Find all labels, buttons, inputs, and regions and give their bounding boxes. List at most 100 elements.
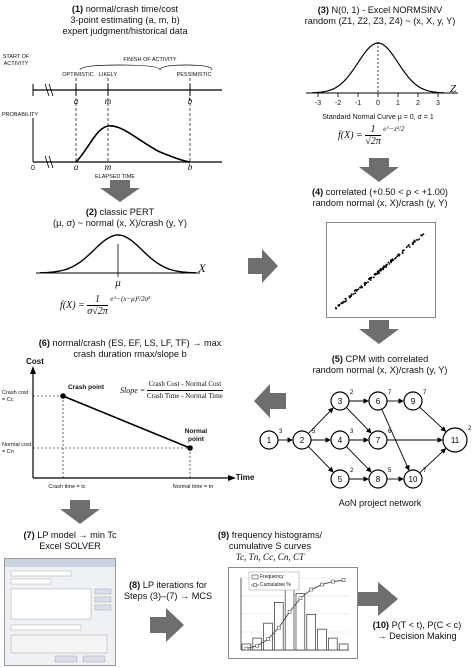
- step3-num: (3): [317, 5, 329, 15]
- network-node: [368, 430, 388, 450]
- step6-slope-num: Crash Cost - Normal Cost: [146, 379, 223, 391]
- step6-normal-time-label: Normal time = tn: [172, 484, 214, 490]
- step2-normal-curve: X μ f(X) = 1 σ√2π e^−(x−μ)²/2σ²: [0, 0, 237, 330]
- network-node-duration: 2: [350, 468, 354, 474]
- step7-solver-svg: [5, 559, 115, 663]
- step2-formula-exp: e^−(x−μ)²/2σ²: [110, 295, 151, 303]
- step4-scatter-svg: [335, 233, 425, 310]
- step1-title: (1) normal/crash time/cost 3-point estim…: [40, 4, 210, 37]
- step2-axis-label: X: [198, 261, 206, 275]
- step7-line1: LP model → min Tc: [37, 530, 117, 540]
- step4-scatter-point: [352, 293, 355, 295]
- step4-scatter-point: [377, 271, 380, 274]
- step4-scatter-point: [387, 261, 390, 264]
- step1-b-label-top: b: [187, 96, 193, 106]
- histogram-bar: [306, 613, 316, 651]
- histogram-bar: [328, 637, 338, 651]
- step3-tick-label: 3: [436, 100, 440, 107]
- network-node-label: 6: [376, 397, 381, 406]
- step4-scatter-point: [369, 277, 372, 280]
- step10-num: (10): [372, 620, 389, 630]
- step9-svg: [240, 571, 349, 651]
- arrow-2-to-4: [248, 249, 278, 283]
- step7-num: (7): [23, 530, 35, 540]
- step1-triangular-diagram: START OF ACTIVITY FINISH OF ACTIVITY OPT…: [0, 0, 237, 180]
- step1-a-label-top: a: [73, 96, 79, 106]
- step1-line1: normal/crash time/cost: [85, 4, 179, 14]
- step4-scatter-point: [373, 273, 376, 276]
- step6-title: (6) normal/crash (ES, EF, LS, LF, TF) → …: [30, 338, 230, 360]
- network-node: [368, 391, 388, 411]
- step9-title: (9) frequency histograms/ cumulative S c…: [200, 530, 340, 563]
- step4-scatter-point: [364, 282, 367, 285]
- step9-num: (9): [217, 530, 230, 540]
- step6-slope-formula: Slope = Crash Cost - Normal Cost Crash T…: [120, 379, 250, 402]
- step1-start-label: START OF ACTIVITY: [2, 54, 30, 67]
- network-node-label: 8: [376, 475, 381, 484]
- step5-title: (5) CPM with correlated random normal (x…: [290, 354, 470, 376]
- step3-tick-label: 0: [376, 100, 380, 107]
- step2-formula-den: σ√2π: [87, 306, 108, 317]
- cumulative-point: [320, 582, 324, 587]
- step4-scatter-point: [363, 284, 366, 287]
- step4-num: (4): [312, 187, 324, 197]
- step1-a-label: a: [73, 162, 79, 172]
- step3-caption: Standard Normal Curve μ = 0, σ = 1: [322, 114, 434, 121]
- network-node-duration: 3: [279, 429, 283, 435]
- network-node-duration: 7: [423, 468, 427, 474]
- histogram-bar: [295, 593, 306, 651]
- step1-probability-label: PROBABILITY: [1, 112, 39, 118]
- step4-title: (4) correlated (+0.50 < ρ < +1.00) rando…: [290, 187, 470, 209]
- step9-legend-cum: Cumulative %: [260, 582, 291, 588]
- step6-normal-cost-label: Normal cost = Cn: [2, 442, 32, 455]
- network-node: [330, 391, 350, 411]
- step4-scatter-point: [403, 249, 405, 252]
- step4-scatter-point: [385, 263, 388, 266]
- step1-elapsed-label: ELAPSED TIME: [95, 174, 135, 180]
- step3-tick-label: -2: [334, 100, 342, 107]
- network-edge: [419, 406, 447, 432]
- network-node-duration: 7: [388, 390, 392, 396]
- step3-line1: N(0, 1) - Excel NORMSINV: [331, 5, 443, 15]
- step1-likely-label: LIKELY: [98, 72, 118, 78]
- cumulative-point: [298, 596, 303, 601]
- step1-line2: 3-point estimating (a, m, b): [70, 15, 180, 25]
- step1-finish-label: FINISH OF ACTIVITY: [123, 57, 177, 63]
- network-node: [403, 391, 423, 411]
- network-node-label: 2: [300, 436, 305, 445]
- network-edge: [345, 407, 372, 434]
- step4-scatter-point: [345, 300, 348, 302]
- network-edge: [381, 409, 410, 471]
- cumulative-point: [266, 637, 270, 641]
- step4-scatter-point: [401, 251, 404, 254]
- step4-scatter-point: [416, 239, 418, 241]
- step4-line1: correlated (+0.50 < ρ < +1.00): [325, 187, 448, 197]
- arrow-6-to-7: [60, 500, 100, 524]
- cumulative-point: [244, 646, 249, 651]
- step6-slope-den: Crash Time - Normal Time: [146, 392, 223, 400]
- network-node-label: 11: [451, 436, 460, 445]
- step3-title: (3) N(0, 1) - Excel NORMSINV random (Z1,…: [290, 5, 470, 27]
- network-edge: [307, 407, 334, 434]
- step4-scatter-point: [398, 254, 400, 257]
- network-node: [259, 430, 279, 450]
- step4-scatter-point: [354, 292, 357, 295]
- step4-scatter-point: [396, 255, 399, 258]
- step1-m-label-top: m: [104, 96, 112, 106]
- network-node: [368, 469, 388, 489]
- step4-scatter-point: [359, 286, 361, 289]
- step2-line2: (μ, σ) ~ normal (x, X)/crash (y, Y): [53, 218, 187, 228]
- step2-formula-lhs: f(X) =: [60, 300, 85, 311]
- step4-scatter-point: [379, 269, 382, 271]
- step4-scatter-point: [350, 293, 353, 295]
- network-node: [292, 430, 312, 450]
- step10-line1: P(T < t), P(C < c): [391, 620, 462, 630]
- network-node: [442, 427, 468, 453]
- step8-line1: LP iterations for: [142, 580, 207, 590]
- step8-line2: Steps (3)–(7) → MCS: [123, 591, 213, 601]
- histogram-bar: [317, 628, 327, 651]
- step4-scatter-point: [422, 233, 425, 236]
- step4-scatter-point: [357, 288, 360, 291]
- step4-scatter-point: [345, 298, 347, 300]
- step6-line2: crash duration rmax/slope b: [73, 349, 187, 359]
